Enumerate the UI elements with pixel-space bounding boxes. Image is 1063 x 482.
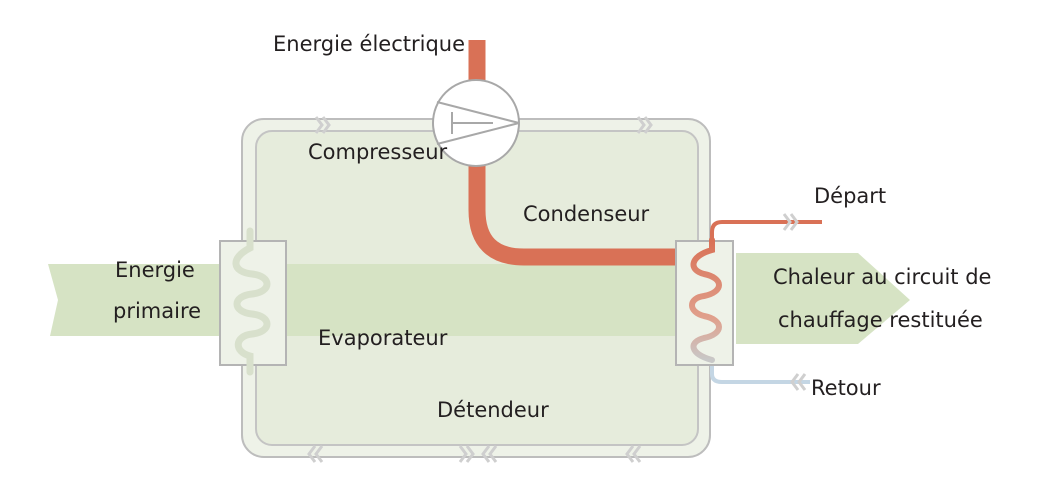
label-condenser: Condenseur [523,202,650,226]
label-primary-energy-2: primaire [113,299,202,323]
flow-chevron-supply [782,213,799,231]
label-supply: Départ [814,184,887,208]
label-return: Retour [811,376,881,400]
electric-pipe [468,40,680,266]
label-primary-energy-1: Energie [115,258,195,282]
heat-output-arrow [736,253,910,344]
flow-chevron-bottom-1 [307,445,324,463]
flow-chevron-bottom-4 [625,445,642,463]
label-heat-output-2: chauffage restituée [778,308,983,332]
return-pipe [710,360,810,384]
label-heat-output-1: Chaleur au circuit de [773,265,992,289]
label-electric-energy: Energie électrique [273,32,466,56]
flow-chevron-top-left [314,116,331,134]
label-compressor: Compresseur [308,140,448,164]
label-expansion-valve: Détendeur [437,398,549,422]
evaporator-band [286,264,680,336]
supply-pipe [710,220,822,248]
condenser-exchanger [675,237,734,366]
primary-energy-band [48,264,222,336]
flow-chevron-bottom-3 [481,445,498,463]
flow-chevron-bottom-2 [458,445,475,463]
flow-chevron-top-right [636,116,653,134]
evaporator-exchanger [219,227,287,376]
label-evaporator: Evaporateur [318,326,448,350]
compressor-symbol [432,79,520,167]
flow-chevron-return [790,373,807,391]
